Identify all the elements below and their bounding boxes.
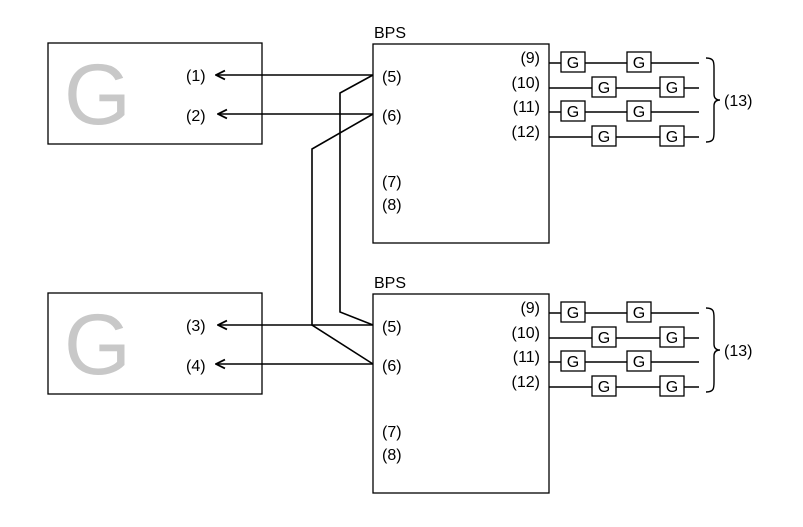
chain-unit-bps1-4-1	[591, 125, 617, 147]
bps2-port-10: (10)	[512, 325, 540, 342]
chain-unit-bps2-3-2	[626, 350, 652, 372]
chain-unit-label-bps2-1-1: G	[567, 305, 579, 322]
chain-unit-label-bps2-2-1: G	[598, 330, 610, 347]
chain-unit-bps1-1-1	[560, 51, 586, 73]
port-label-3: (3)	[186, 318, 206, 335]
chain-unit-label-bps1-4-1: G	[598, 129, 610, 146]
bps1-port-10: (10)	[512, 75, 540, 92]
bps2-port-9: (9)	[520, 300, 540, 317]
chain-unit-bps1-3-1	[560, 100, 586, 122]
chain-unit-bps1-2-2	[659, 76, 685, 98]
bps1-port-6: (6)	[382, 108, 402, 125]
chain-unit-label-bps2-3-2: G	[633, 354, 645, 371]
chain-unit-label-bps2-4-2: G	[666, 379, 678, 396]
chain-unit-bps2-3-1	[560, 350, 586, 372]
chain-unit-label-bps1-1-1: G	[567, 55, 579, 72]
bps2-port-12: (12)	[512, 374, 540, 391]
cross-link-a	[339, 74, 374, 326]
chain-unit-bps2-4-2	[659, 375, 685, 397]
bps1-port-5: (5)	[382, 69, 402, 86]
chain-unit-bps2-1-2	[626, 301, 652, 323]
generator-symbol-1: G	[64, 47, 131, 143]
bps2-port-7: (7)	[382, 424, 402, 441]
chain-unit-label-bps1-3-2: G	[633, 104, 645, 121]
group-label-bps1: (13)	[724, 93, 752, 110]
bps2-port-11: (11)	[513, 349, 540, 366]
group-label-bps2: (13)	[724, 343, 752, 360]
brace-bps2	[705, 307, 721, 393]
chain-unit-label-bps2-2-2: G	[666, 330, 678, 347]
chain-unit-bps1-4-2	[659, 125, 685, 147]
chain-unit-label-bps2-3-1: G	[567, 354, 579, 371]
chain-unit-bps2-2-1	[591, 326, 617, 348]
chain-unit-bps1-3-2	[626, 100, 652, 122]
brace-bps1	[705, 57, 721, 143]
chain-unit-label-bps1-1-2: G	[633, 55, 645, 72]
port-label-4: (4)	[186, 358, 206, 375]
chain-unit-bps1-1-2	[626, 51, 652, 73]
chain-unit-label-bps1-2-1: G	[598, 80, 610, 97]
bps1-port-12: (12)	[512, 124, 540, 141]
cross-link-b	[311, 113, 374, 365]
bps-box-1: BPS (5) (6) (7) (8) (9) (10) (11) (12)	[372, 25, 550, 244]
chain-unit-label-bps2-4-1: G	[598, 379, 610, 396]
port-label-2: (2)	[186, 108, 206, 125]
bps-title-1: BPS	[374, 25, 406, 42]
output-chains: G G G G G G G G (13) G G G G G G G G (13)	[549, 51, 752, 397]
chain-unit-bps2-4-1	[591, 375, 617, 397]
chain-unit-label-bps2-1-2: G	[633, 305, 645, 322]
bps1-port-7: (7)	[382, 174, 402, 191]
bps-box-2: BPS (5) (6) (7) (8) (9) (10) (11) (12)	[372, 275, 550, 494]
chain-unit-bps2-1-1	[560, 301, 586, 323]
bps2-port-6: (6)	[382, 358, 402, 375]
bps1-port-8: (8)	[382, 197, 402, 214]
chain-unit-label-bps1-4-2: G	[666, 129, 678, 146]
chain-unit-label-bps1-3-1: G	[567, 104, 579, 121]
port-label-1: (1)	[186, 68, 206, 85]
generator-box-1: G (1) (2)	[47, 42, 263, 145]
bps1-port-11: (11)	[513, 99, 540, 116]
bps-title-2: BPS	[374, 275, 406, 292]
chain-unit-bps2-2-2	[659, 326, 685, 348]
bps2-port-5: (5)	[382, 319, 402, 336]
chain-unit-bps1-2-1	[591, 76, 617, 98]
generator-box-2: G (3) (4)	[47, 292, 263, 395]
connection-lines	[216, 74, 374, 365]
bps2-port-8: (8)	[382, 447, 402, 464]
chain-unit-label-bps1-2-2: G	[666, 80, 678, 97]
generator-symbol-2: G	[64, 297, 131, 393]
bps1-port-9: (9)	[520, 50, 540, 67]
